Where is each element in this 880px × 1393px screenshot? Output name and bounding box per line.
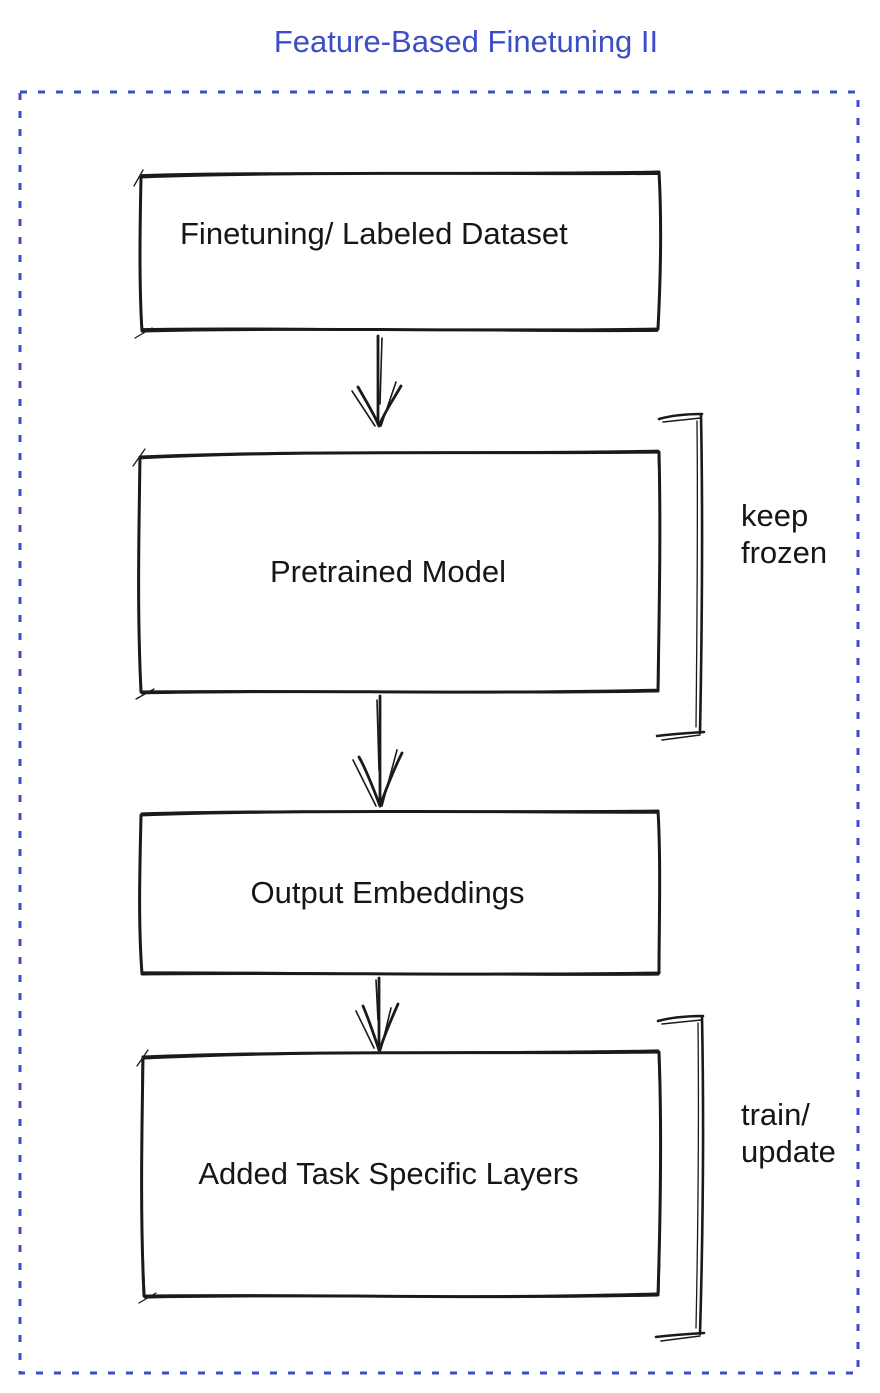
- annotation-line: keep: [741, 498, 809, 533]
- node-label-output-embeddings: Output Embeddings: [250, 875, 525, 910]
- arrow-pretrained-to-embeddings: [352, 694, 404, 808]
- box-corner-tick: [132, 448, 155, 700]
- node-label-pretrained-model: Pretrained Model: [269, 554, 507, 589]
- node-box-output-embeddings: [138, 809, 662, 976]
- arrow-dataset-to-pretrained: [351, 334, 403, 428]
- annotation-keep-frozen: keep frozen: [741, 497, 827, 571]
- annotation-line: train/: [741, 1097, 810, 1132]
- arrow-embeddings-to-layers: [355, 976, 400, 1052]
- box-corner-tick: [136, 1049, 157, 1304]
- node-box-finetuning-dataset: [133, 169, 663, 339]
- node-label-finetuning-dataset: Finetuning/ Labeled Dataset: [180, 216, 568, 251]
- node-box-task-specific-layers: [136, 1049, 663, 1304]
- train-update-bracket: [654, 1014, 706, 1342]
- annotation-train-update: train/ update: [741, 1096, 836, 1170]
- box-echo: [140, 1049, 662, 1299]
- node-label-task-specific-layers: Added Task Specific Layers: [198, 1156, 579, 1191]
- annotation-line: update: [741, 1134, 836, 1169]
- box-echo: [139, 172, 662, 333]
- box-corner-tick: [133, 169, 153, 339]
- diagram-title: Feature-Based Finetuning II: [273, 24, 659, 59]
- box-echo: [137, 449, 661, 695]
- box-echo: [138, 810, 661, 976]
- node-box-pretrained-model: [132, 448, 662, 700]
- annotation-line: frozen: [741, 535, 828, 570]
- keep-frozen-bracket: [655, 412, 706, 741]
- dashed-border: [18, 90, 860, 1375]
